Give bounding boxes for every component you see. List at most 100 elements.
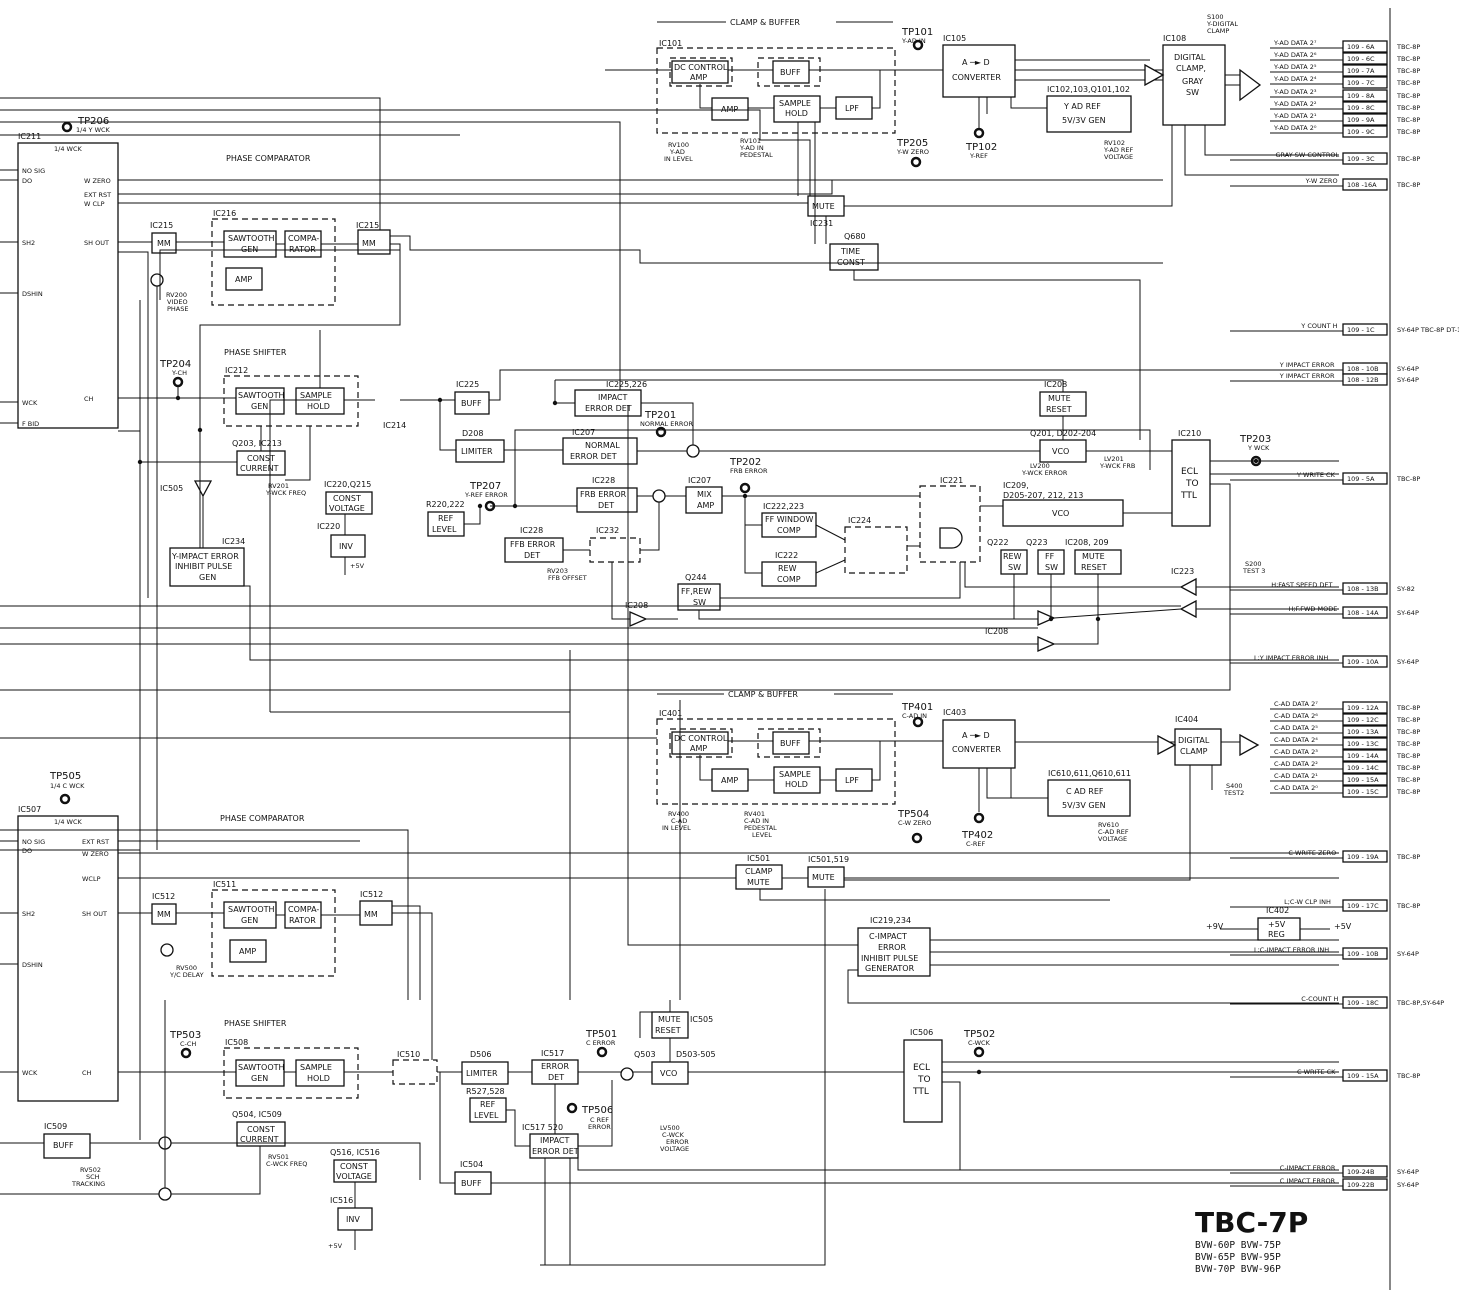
y-ff-sw: [1037, 549, 1065, 575]
svg-text:RATOR: RATOR: [289, 916, 316, 925]
tp206-testpoint[interactable]: [61, 121, 73, 133]
tp504-testpoint[interactable]: [911, 832, 923, 844]
svg-text:Y-W ZERO: Y-W ZERO: [896, 148, 929, 156]
svg-text:IC208: IC208: [1044, 380, 1067, 389]
output-signal-label: Y-AD DATA 2¹: [1273, 112, 1317, 120]
output-signal-label: Y-AD DATA 2⁰: [1273, 124, 1317, 132]
svg-text:C-AD REF: C-AD REF: [1098, 828, 1129, 836]
output-signal-label: Y IMPACT ERROR: [1279, 372, 1335, 380]
svg-text:SW: SW: [1186, 88, 1199, 97]
ic507-out-pin-label: WCLP: [82, 875, 101, 883]
output-signal-label: C-AD DATA 2⁶: [1274, 712, 1318, 720]
svg-text:VCO: VCO: [1052, 509, 1069, 518]
ic507-block: [17, 815, 119, 1102]
output-destination: TBC-8P: [1396, 116, 1420, 124]
svg-text:LV500: LV500: [660, 1124, 680, 1132]
svg-text:IC215: IC215: [150, 221, 173, 230]
tp402-testpoint[interactable]: [973, 812, 985, 824]
tp202-testpoint[interactable]: [739, 482, 751, 494]
y-amp: [711, 97, 749, 121]
svg-text:AMP: AMP: [721, 776, 738, 785]
tp204-testpoint[interactable]: [172, 376, 184, 388]
svg-text:A ─► D: A ─► D: [962, 58, 990, 67]
c-limiter: [461, 1061, 509, 1085]
output-connector-id: 109 - 18C: [1347, 999, 1379, 1007]
output-connector-id: 109 - 14A: [1347, 752, 1379, 760]
svg-text:IC505: IC505: [690, 1015, 713, 1024]
svg-text:SAWTOOTH: SAWTOOTH: [238, 1063, 285, 1072]
svg-text:CONST: CONST: [247, 454, 275, 463]
svg-text:GEN: GEN: [251, 1074, 268, 1083]
ic211-out-pin-label: W ZERO: [84, 177, 111, 185]
y-inv: [330, 534, 366, 558]
svg-text:TP101: TP101: [901, 27, 933, 38]
output-connector-id: 109 - 10B: [1347, 950, 1379, 958]
svg-text:IC222,223: IC222,223: [763, 502, 804, 511]
output-connector-id: 109-22B: [1347, 1181, 1374, 1189]
output-connector-id: 109 - 10A: [1347, 658, 1379, 666]
output-destination: SY-82: [1397, 585, 1415, 593]
svg-text:CURRENT: CURRENT: [240, 1135, 279, 1144]
output-destination: TBC-8P: [1396, 79, 1420, 87]
output-connector-id: 109 - 6C: [1347, 55, 1375, 63]
tp101-testpoint[interactable]: [912, 39, 924, 51]
svg-text:C ERROR: C ERROR: [586, 1039, 616, 1047]
c-ad-converter: [942, 719, 1016, 769]
svg-text:LIMITER: LIMITER: [466, 1069, 498, 1078]
tp506-testpoint[interactable]: [566, 1102, 578, 1114]
svg-text:ERROR: ERROR: [541, 1062, 569, 1071]
svg-text:NORMAL ERROR: NORMAL ERROR: [640, 420, 693, 428]
tp505-testpoint[interactable]: [59, 793, 71, 805]
svg-text:PEDESTAL: PEDESTAL: [740, 151, 773, 159]
output-connector-id: 109 - 12A: [1347, 704, 1379, 712]
svg-text:IC210: IC210: [1178, 429, 1201, 438]
svg-text:INV: INV: [339, 542, 353, 551]
svg-text:SAMPLE: SAMPLE: [300, 1063, 332, 1072]
svg-text:IC225,226: IC225,226: [606, 380, 647, 389]
svg-text:Y-WCK FRB: Y-WCK FRB: [1099, 462, 1135, 470]
output-signal-label: C-AD DATA 2³: [1274, 748, 1318, 756]
svg-text:DIGITAL: DIGITAL: [1174, 53, 1206, 62]
ic211-pin-label: F BID: [22, 420, 39, 428]
output-signal-label: Y-AD DATA 2⁶: [1273, 51, 1317, 59]
output-connector-id: 109 - 9C: [1347, 128, 1375, 136]
svg-text:SAWTOOTH: SAWTOOTH: [238, 391, 285, 400]
tp102-testpoint[interactable]: [973, 127, 985, 139]
svg-text:Y-CH: Y-CH: [171, 369, 187, 377]
svg-text:RV400: RV400: [668, 810, 689, 818]
svg-text:Y-AD IN: Y-AD IN: [901, 37, 926, 45]
svg-text:CLAMP: CLAMP: [745, 867, 773, 876]
svg-text:IMPACT: IMPACT: [540, 1136, 569, 1145]
tp501-testpoint[interactable]: [596, 1046, 608, 1058]
svg-text:INHIBIT PULSE: INHIBIT PULSE: [175, 562, 232, 571]
ic211-pin-label: NO SIG: [22, 167, 45, 175]
y-clamp-buffer-group: [656, 47, 896, 134]
svg-text:R527,528: R527,528: [466, 1087, 505, 1096]
svg-text:MM: MM: [364, 910, 378, 919]
output-connector-id: 109 - 9A: [1347, 116, 1375, 124]
tp205-testpoint[interactable]: [910, 156, 922, 168]
y-normal-error-det: [562, 437, 638, 465]
svg-text:TEST2: TEST2: [1223, 789, 1244, 797]
svg-text:AMP: AMP: [690, 744, 707, 753]
svg-text:ECL: ECL: [1181, 467, 1198, 477]
svg-text:COMP: COMP: [777, 526, 801, 535]
svg-text:C-IMPACT: C-IMPACT: [869, 932, 907, 941]
c-dc-control-amp: [671, 731, 729, 755]
svg-text:Y WCK: Y WCK: [1247, 444, 1270, 452]
output-destination: TBC-8P: [1396, 716, 1420, 724]
y-ref-level: [427, 511, 465, 537]
tp401-testpoint[interactable]: [912, 716, 924, 728]
output-destination: TBC-8P: [1396, 902, 1420, 910]
svg-text:TIME: TIME: [840, 247, 860, 256]
tp502-testpoint[interactable]: [973, 1046, 985, 1058]
tp503-testpoint[interactable]: [180, 1047, 192, 1059]
output-signal-label: C-AD DATA 2⁷: [1274, 700, 1318, 708]
tp201-testpoint[interactable]: [655, 426, 667, 438]
